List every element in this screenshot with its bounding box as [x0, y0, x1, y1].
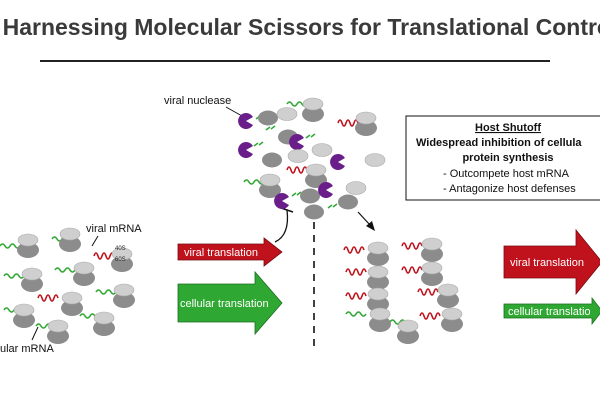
inhibition-arrow	[274, 209, 289, 243]
right-cellular-translation-label: cellular translatio	[508, 306, 591, 318]
left-cellular-translation-label: cellular translation	[180, 298, 269, 310]
subunit-40s-label: 40S	[115, 246, 126, 252]
progression-arrow	[366, 221, 375, 231]
viral-mrna-label: viral mRNA	[86, 223, 142, 235]
left-viral-translation-arrow: viral translation	[177, 237, 283, 267]
title-divider	[40, 60, 550, 62]
viral-mrna-pointer	[91, 235, 99, 247]
host-shutoff-subtitle-2: protein synthesis	[462, 152, 553, 164]
viral-nuclease-label: viral nuclease	[164, 95, 231, 107]
right-viral-translation-arrow: viral translation	[503, 228, 600, 296]
host-shutoff-box: Host Shutoff Widespread inhibition of ce…	[405, 115, 600, 201]
middle-panel-ribosomes	[238, 97, 386, 220]
right-viral-translation-label: viral translation	[510, 257, 584, 269]
host-shutoff-subtitle-1: Widespread inhibition of cellula	[416, 137, 582, 149]
viral-nuclease-pointer	[225, 106, 243, 117]
right-cellular-translation-arrow: cellular translatio	[503, 296, 600, 326]
left-viral-translation-label: viral translation	[184, 247, 258, 259]
page-title: Harnessing Molecular Scissors for Transl…	[2, 14, 600, 40]
left-cellular-translation-arrow: cellular translation	[177, 270, 283, 336]
right-panel-ribosomes	[343, 237, 464, 345]
cellular-mrna-label: ular mRNA	[0, 343, 54, 355]
host-shutoff-item-2: - Antagonize host defenses	[443, 183, 576, 195]
host-shutoff-item-1: - Outcompete host mRNA	[443, 168, 570, 180]
host-shutoff-title: Host Shutoff	[475, 122, 541, 134]
cellular-mrna-pointer	[31, 326, 39, 341]
subunit-60s-label: 60S	[115, 257, 126, 263]
